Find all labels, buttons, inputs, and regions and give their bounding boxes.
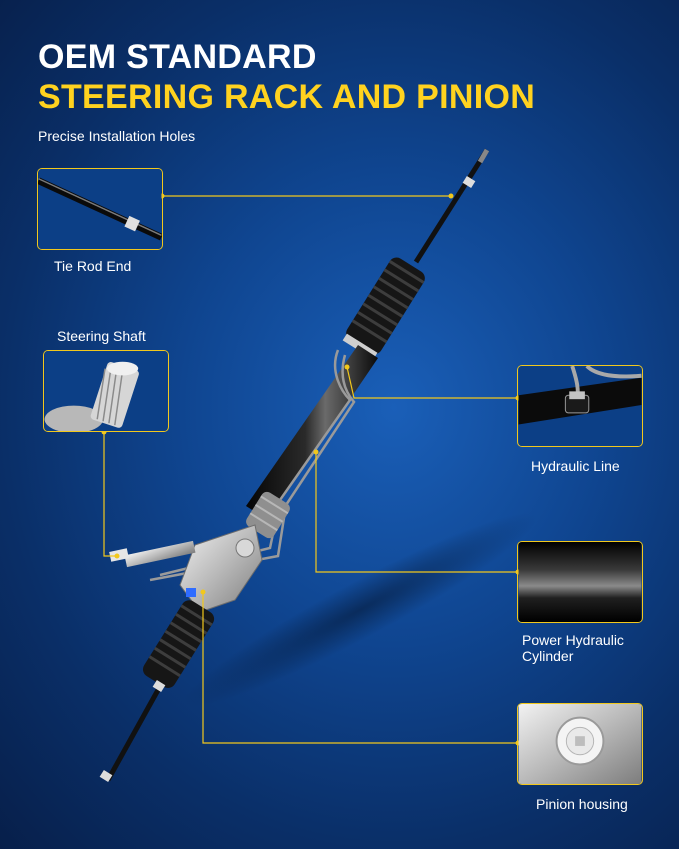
pinion-housing <box>109 524 263 613</box>
callout-label-power-cylinder: Power Hydraulic Cylinder <box>522 632 624 664</box>
lower-bellows-boot <box>142 600 215 688</box>
headline-line-1: OEM STANDARD <box>38 38 317 76</box>
hydraulic-lines <box>149 349 356 582</box>
subtitle: Precise Installation Holes <box>38 128 196 144</box>
hydraulic-line-closeup-icon <box>518 366 642 446</box>
middle-bellows <box>246 491 290 539</box>
steering-shaft-closeup-icon <box>44 351 168 431</box>
steering-shaft-inset <box>43 350 169 432</box>
pinion-housing-closeup-icon <box>518 704 642 784</box>
power-cylinder-inset <box>517 541 643 623</box>
lower-tie-rod <box>99 679 166 783</box>
tie-rod-end-closeup-icon <box>38 169 162 249</box>
headline-line-2: STEERING RACK AND PINION <box>38 78 536 116</box>
callout-label-hydraulic-line: Hydraulic Line <box>531 458 620 474</box>
product-shadow <box>182 512 538 708</box>
tie-rod-end-inset <box>37 168 163 250</box>
hydraulic-line-inset <box>517 365 643 447</box>
callout-label-tie-rod-end: Tie Rod End <box>54 258 132 274</box>
callout-label-pinion-housing: Pinion housing <box>536 796 628 812</box>
upper-tie-rod <box>413 148 490 264</box>
power-cylinder-closeup-icon <box>518 542 642 622</box>
pinion-housing-inset <box>517 703 643 785</box>
callout-label-steering-shaft: Steering Shaft <box>57 328 146 344</box>
